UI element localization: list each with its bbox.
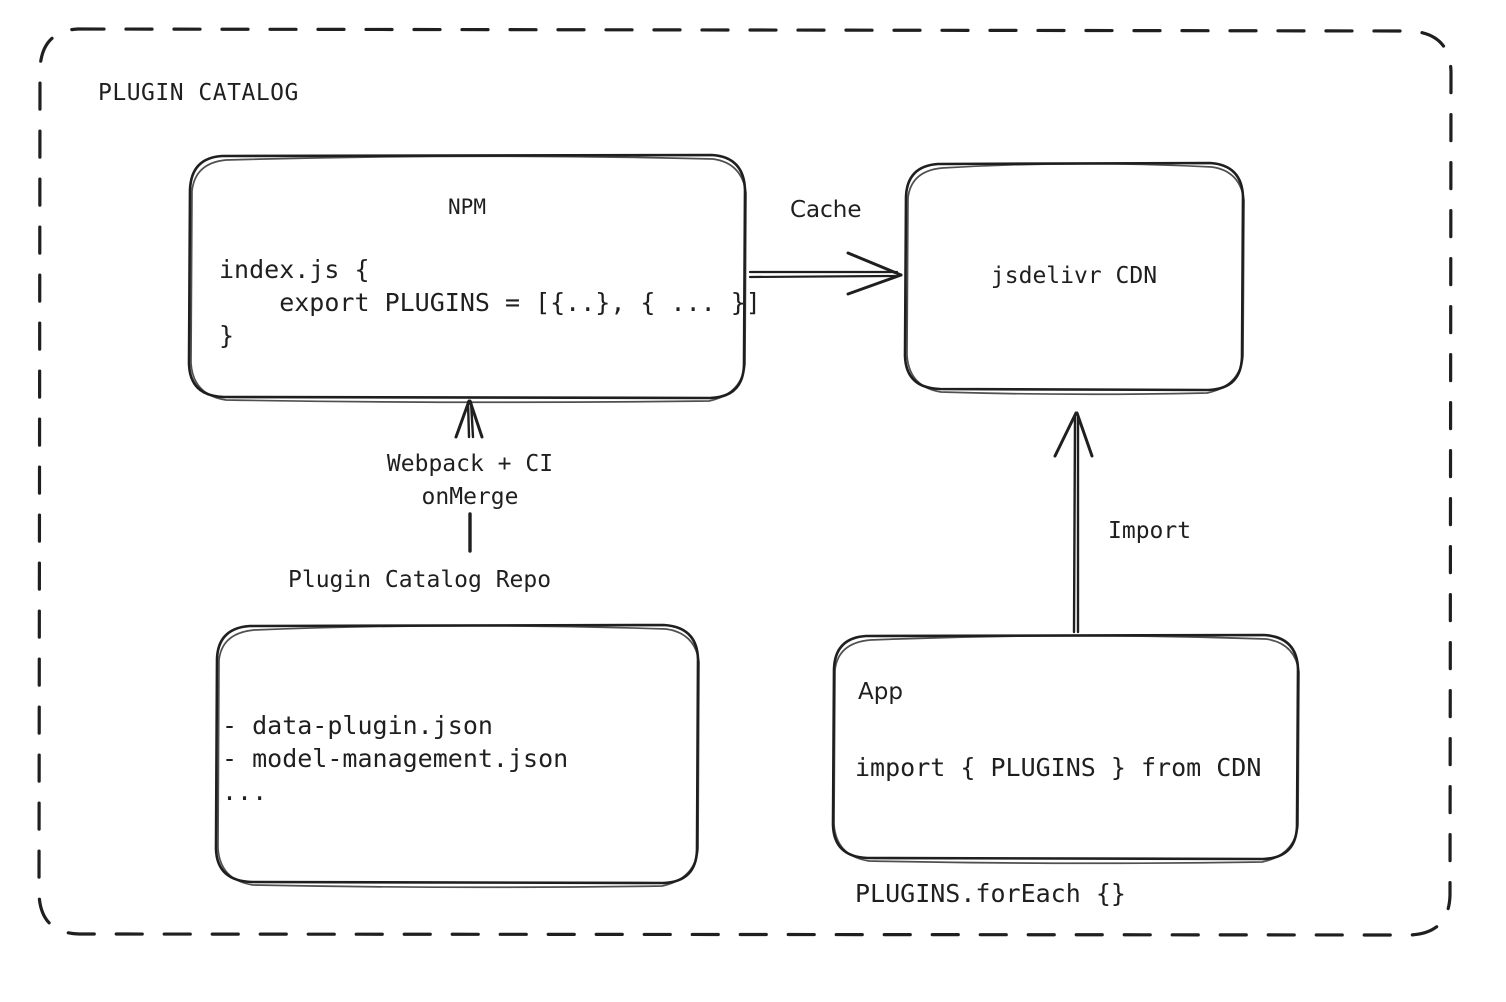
repo-node-shape (214, 623, 700, 889)
npm-node-shape (187, 153, 747, 404)
npm-node-title: NPM (448, 195, 486, 219)
app-node-title: App (858, 679, 903, 705)
edge-npm-to-cdn (748, 251, 903, 296)
page-title: PLUGIN CATALOG (98, 80, 299, 106)
cdn-node-title: jsdelivr CDN (990, 263, 1158, 289)
edge-repo-to-npm (454, 399, 484, 553)
edge-label-cache: Cache (790, 197, 862, 223)
edge-label-import: Import (1108, 518, 1192, 544)
app-node-shape (831, 633, 1300, 865)
edge-app-to-cdn (1053, 411, 1094, 634)
npm-node-code: index.js { export PLUGINS = [{..}, { ...… (219, 255, 761, 350)
app-node-code: import { PLUGINS } from CDN PLUGINS.forE… (855, 753, 1262, 908)
edge-label-webpack-ci: Webpack + CI onMerge (386, 451, 554, 510)
cdn-node-shape (903, 161, 1245, 396)
plugin-catalog-container (37, 27, 1453, 937)
repo-node-caption: Plugin Catalog Repo (288, 567, 552, 593)
repo-node-file-list: - data-plugin.json - model-management.js… (222, 711, 569, 806)
